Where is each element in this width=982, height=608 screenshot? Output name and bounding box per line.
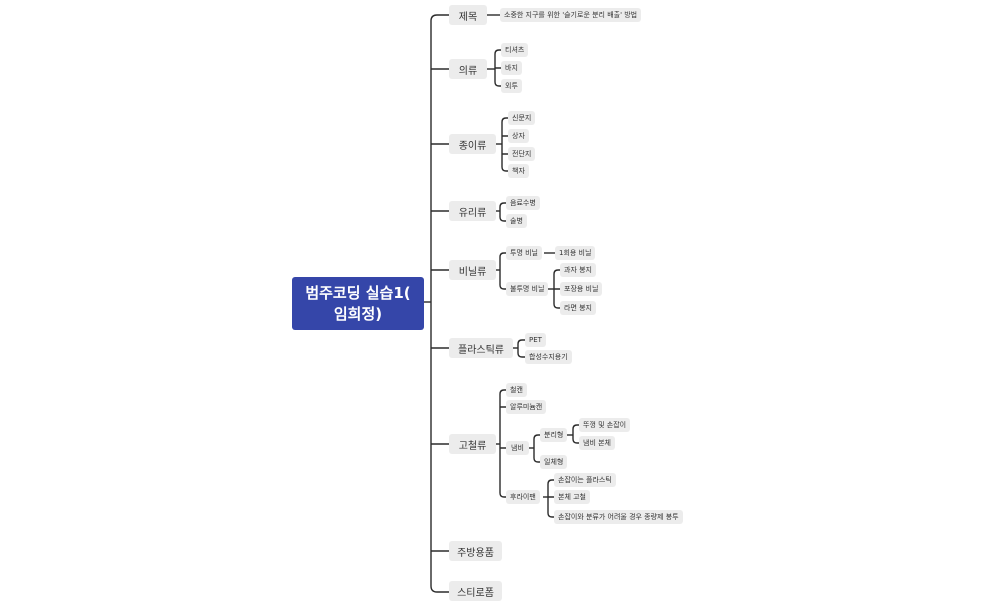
branch-styrofoam[interactable]: 스티로폼 [449, 581, 502, 601]
leaf-synthetic-container[interactable]: 합성수지용기 [525, 350, 572, 364]
leaf-booklet[interactable]: 책자 [508, 164, 529, 178]
sub-clear-vinyl[interactable]: 투명 비닐 [506, 246, 542, 260]
root-label-line1: 범주코딩 실습1( [305, 283, 411, 302]
leaf-pants[interactable]: 바지 [501, 61, 522, 75]
leaf-flyer[interactable]: 전단지 [508, 147, 536, 161]
leaf-title-text[interactable]: 소중한 지구를 위한 '슬기로운 분리 배출' 방법 [500, 8, 642, 22]
leaf-beverage-bottle[interactable]: 음료수병 [506, 196, 540, 210]
leaf-plastic-handle[interactable]: 손잡이는 플라스틱 [554, 473, 616, 487]
leaf-coat[interactable]: 외투 [501, 79, 522, 93]
branch-kitchenware[interactable]: 주방용품 [449, 541, 502, 561]
leaf-snack-bag[interactable]: 과자 봉지 [560, 263, 596, 277]
leaf-newspaper[interactable]: 신문지 [508, 111, 536, 125]
leaf-hard-to-separate[interactable]: 손잡이와 분류가 어려울 경우 종량제 봉투 [554, 510, 683, 524]
leaf-ramen-bag[interactable]: 라면 봉지 [560, 301, 596, 315]
root-label-line2: 임희정) [333, 304, 383, 323]
branch-glass[interactable]: 유리류 [449, 201, 496, 221]
leaf-pot-body[interactable]: 냄비 본체 [579, 436, 615, 450]
branch-title[interactable]: 제목 [449, 5, 487, 25]
leaf-tshirt[interactable]: 티셔츠 [501, 43, 529, 57]
leaf-pet[interactable]: PET [525, 333, 546, 347]
leaf-steel-can[interactable]: 철캔 [506, 383, 527, 397]
root-node[interactable]: 범주코딩 실습1( 임희정) [292, 277, 424, 330]
branch-vinyl[interactable]: 비닐류 [449, 260, 496, 280]
branch-metal[interactable]: 고철류 [449, 434, 496, 454]
sub-pot[interactable]: 냄비 [506, 441, 529, 455]
leaf-body-scrap[interactable]: 본체 고철 [554, 490, 590, 504]
sub-frypan[interactable]: 후라이팬 [506, 490, 540, 504]
leaf-lid-handle[interactable]: 뚜껑 및 손잡이 [579, 418, 631, 432]
branch-plastic[interactable]: 플라스틱류 [449, 338, 513, 358]
sub-pot-integrated[interactable]: 일체형 [540, 455, 568, 469]
leaf-aluminum-can[interactable]: 알루미늄캔 [506, 400, 547, 414]
branch-clothing[interactable]: 의류 [449, 59, 487, 79]
leaf-box[interactable]: 상자 [508, 129, 529, 143]
leaf-disposable-vinyl[interactable]: 1회용 비닐 [555, 246, 596, 260]
leaf-liquor-bottle[interactable]: 술병 [506, 214, 527, 228]
sub-opaque-vinyl[interactable]: 불투명 비닐 [506, 282, 549, 296]
branch-paper[interactable]: 종이류 [449, 134, 496, 154]
leaf-packaging-vinyl[interactable]: 포장용 비닐 [560, 282, 603, 296]
sub-pot-separable[interactable]: 분리형 [540, 428, 568, 442]
